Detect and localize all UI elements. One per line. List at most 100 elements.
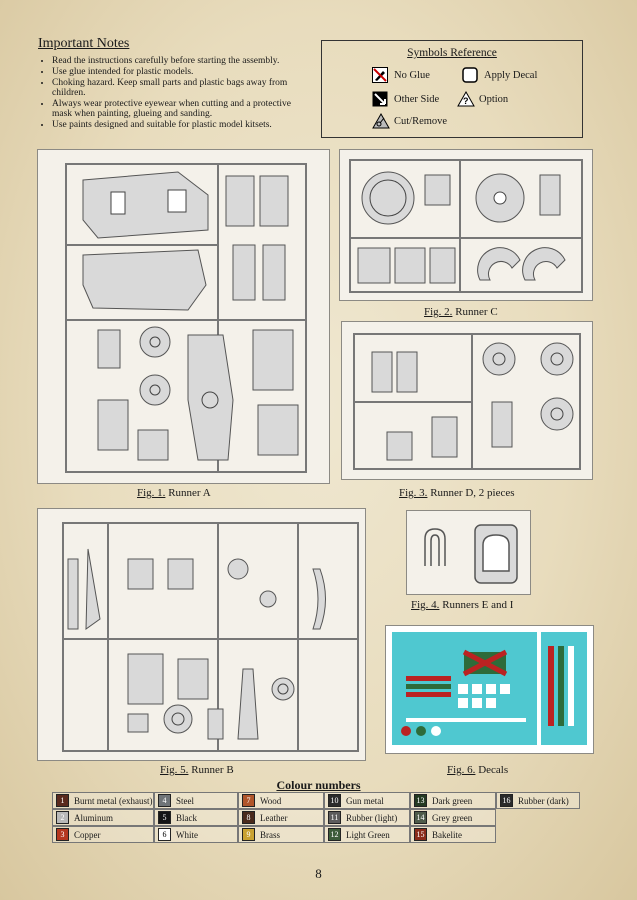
fig-5-caption: Fig. 5. Runner B (160, 764, 234, 776)
colour-item: 9 Brass (238, 826, 324, 843)
runner-b-image (37, 508, 366, 761)
colour-swatch: 16 (500, 794, 513, 807)
colour-name: Leather (260, 812, 288, 823)
colour-swatch: 13 (414, 794, 427, 807)
colour-item: 14 Grey green (410, 809, 496, 826)
colour-swatch: 6 (158, 828, 171, 841)
colour-name: Rubber (light) (346, 812, 398, 823)
runners-e-i-image (406, 510, 531, 595)
colour-item: 6 White (154, 826, 238, 843)
runner-a-drawing (65, 163, 307, 473)
cut-remove-label: Cut/Remove (394, 115, 448, 127)
fig-3-caption: Fig. 3. Runner D, 2 pieces (399, 487, 515, 499)
colour-item: 1 Burnt metal (exhaust) (52, 792, 154, 809)
colour-swatch: 4 (158, 794, 171, 807)
fig-6-text: Decals (478, 764, 509, 776)
colour-name: Copper (74, 829, 101, 840)
decals-drawing (392, 632, 587, 745)
runner-d-image (341, 321, 593, 480)
apply-decal-icon (462, 67, 478, 83)
colour-swatch: 3 (56, 828, 69, 841)
colour-swatch: 2 (56, 811, 69, 824)
fig-1-label: Fig. 1. (137, 487, 166, 499)
no-glue-label: No Glue (394, 69, 430, 81)
colour-name: Black (176, 812, 197, 823)
runners-e-i-drawing (424, 524, 518, 584)
colour-name: Aluminum (74, 812, 114, 823)
fig-6-caption: Fig. 6. Decals (447, 764, 508, 776)
symbols-reference: Symbols Reference No Glue Apply Decal Ot… (321, 40, 583, 138)
colour-swatch: 5 (158, 811, 171, 824)
colour-name: Gun metal (346, 795, 384, 806)
fig-2-text: Runner C (455, 306, 498, 318)
option-label: Option (479, 93, 509, 105)
colour-swatch: 1 (56, 794, 69, 807)
colour-name: Steel (176, 795, 194, 806)
colour-name: Light Green (346, 829, 390, 840)
no-glue-icon (372, 67, 388, 83)
cut-remove-icon (372, 112, 390, 129)
fig-2-caption: Fig. 2. Runner C (424, 306, 498, 318)
other-side-icon (372, 91, 388, 107)
fig-4-text: Runners E and I (442, 599, 514, 611)
colour-name: Dark green (432, 795, 473, 806)
symbol-no-glue: No Glue (372, 67, 430, 83)
fig-5-label: Fig. 5. (160, 764, 189, 776)
colour-item: 13 Dark green (410, 792, 496, 809)
colour-item: 4 Steel (154, 792, 238, 809)
colour-name: Grey green (432, 812, 473, 823)
symbols-title: Symbols Reference (407, 47, 497, 59)
fig-1-text: Runner A (168, 487, 211, 499)
page-number: 8 (315, 866, 322, 881)
note-item: Use glue intended for plastic models. (52, 67, 313, 77)
fig-2-label: Fig. 2. (424, 306, 453, 318)
other-side-label: Other Side (394, 93, 440, 105)
note-item: Use paints designed and suitable for pla… (52, 120, 313, 130)
colour-swatch: 9 (242, 828, 255, 841)
colour-swatch: 11 (328, 811, 341, 824)
symbol-apply-decal: Apply Decal (462, 67, 537, 83)
colour-item: 7 Wood (238, 792, 324, 809)
symbol-option: ? Option (457, 90, 509, 107)
svg-text:?: ? (463, 96, 469, 106)
fig-3-text: Runner D, 2 pieces (430, 487, 515, 499)
notes-list: Read the instructions carefully before s… (38, 56, 313, 130)
colour-item: 5 Black (154, 809, 238, 826)
symbol-other-side: Other Side (372, 91, 439, 107)
fig-4-caption: Fig. 4. Runners E and I (411, 599, 513, 611)
note-item: Read the instructions carefully before s… (52, 56, 313, 66)
colour-swatch: 10 (328, 794, 341, 807)
colour-name: Bakelite (432, 829, 462, 840)
colour-swatch: 14 (414, 811, 427, 824)
runner-c-drawing (349, 159, 583, 293)
apply-decal-label: Apply Decal (484, 69, 538, 81)
note-item: Always wear protective eyewear when cutt… (52, 99, 313, 119)
colour-swatch: 7 (242, 794, 255, 807)
colour-name: White (176, 829, 198, 840)
colour-swatch: 15 (414, 828, 427, 841)
notes-title: Important Notes (38, 36, 130, 51)
colour-name: Brass (260, 829, 280, 840)
fig-4-label: Fig. 4. (411, 599, 440, 611)
colour-name: Wood (260, 795, 282, 806)
colour-name: Burnt metal (exhaust) (74, 795, 153, 806)
fig-6-label: Fig. 6. (447, 764, 476, 776)
fig-5-text: Runner B (191, 764, 234, 776)
runner-a-image (37, 149, 330, 484)
colour-item: 10 Gun metal (324, 792, 410, 809)
colour-item: 3 Copper (52, 826, 154, 843)
option-icon: ? (457, 90, 475, 107)
important-notes: Important Notes Read the instructions ca… (38, 36, 313, 131)
colour-numbers-title: Colour numbers (276, 778, 361, 792)
colour-item: 11 Rubber (light) (324, 809, 410, 826)
symbol-cut-remove: Cut/Remove (372, 112, 448, 129)
note-item: Choking hazard. Keep small parts and pla… (52, 78, 313, 98)
fig-1-caption: Fig. 1. Runner A (137, 487, 211, 499)
colour-item: 15 Bakelite (410, 826, 496, 843)
colour-name: Rubber (dark) (518, 795, 569, 806)
fig-3-label: Fig. 3. (399, 487, 428, 499)
runner-d-drawing (353, 333, 581, 470)
runner-b-drawing (62, 522, 359, 752)
